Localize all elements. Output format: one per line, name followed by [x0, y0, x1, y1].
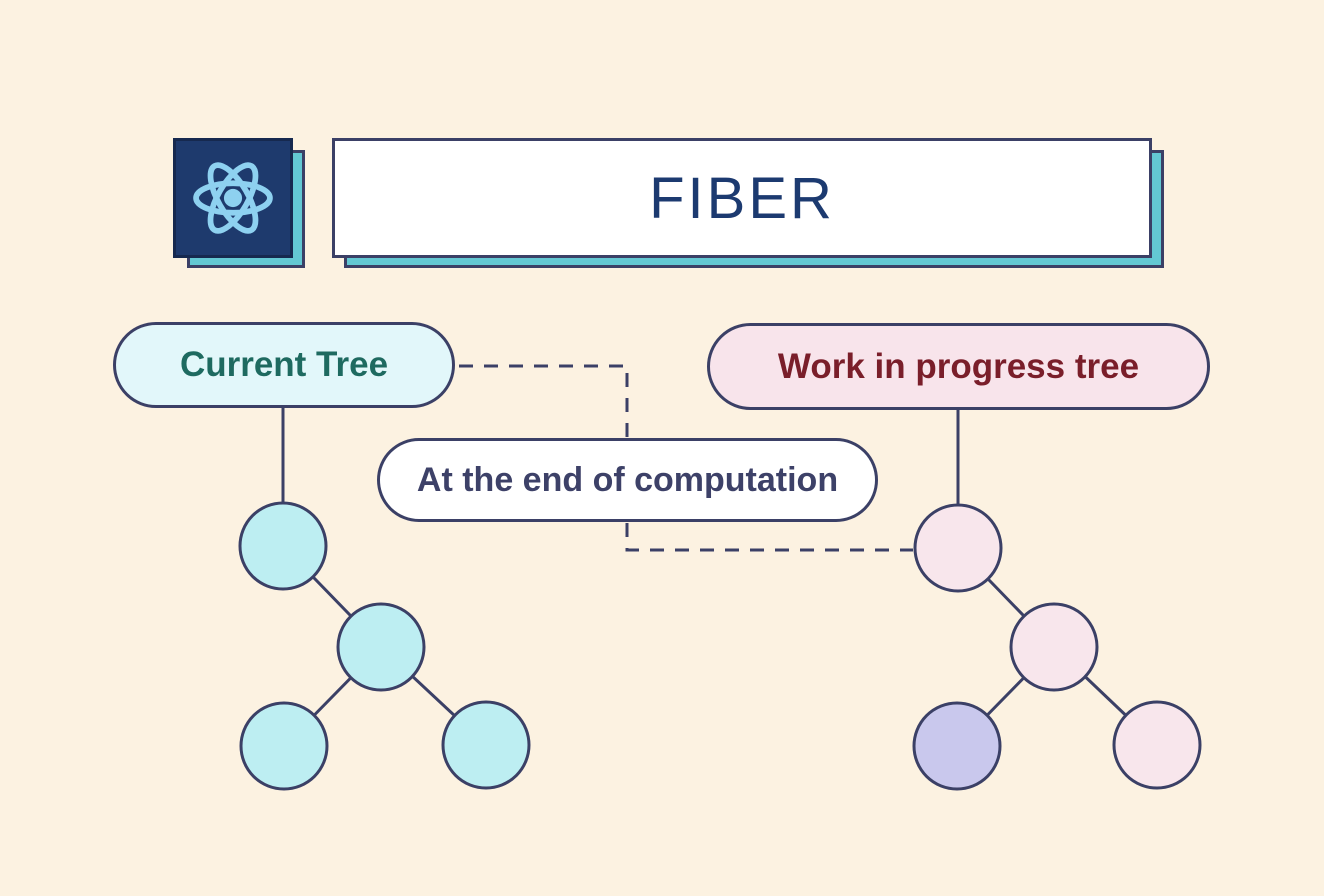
- current-tree-root-node: [238, 501, 328, 591]
- react-logo-core: [223, 188, 243, 208]
- react-logo-orbits: [193, 162, 273, 234]
- wip-tree-label: Work in progress tree: [777, 346, 1140, 386]
- react-logo-icon: [193, 162, 273, 234]
- current-tree-label-pill: Current Tree: [113, 322, 455, 408]
- react-logo-tile: [173, 138, 293, 258]
- annotation-label: At the end of computation: [416, 460, 839, 499]
- wip-tree-label-pill: Work in progress tree: [707, 323, 1210, 410]
- title-banner: FIBER: [332, 138, 1152, 258]
- annotation-pill: At the end of computation: [377, 438, 878, 522]
- current-tree-label: Current Tree: [179, 345, 389, 384]
- current-tree-child-node: [336, 602, 426, 692]
- wip-tree-child-node: [1009, 602, 1099, 692]
- wip-tree-root-node: [913, 503, 1003, 593]
- current-tree-leaf-node: [441, 700, 531, 790]
- page-title: FIBER: [649, 165, 835, 231]
- current-tree-leaf-node: [239, 701, 329, 791]
- wip-tree-leaf-node: [1112, 700, 1202, 790]
- wip-tree-highlighted-leaf-node: [912, 701, 1002, 791]
